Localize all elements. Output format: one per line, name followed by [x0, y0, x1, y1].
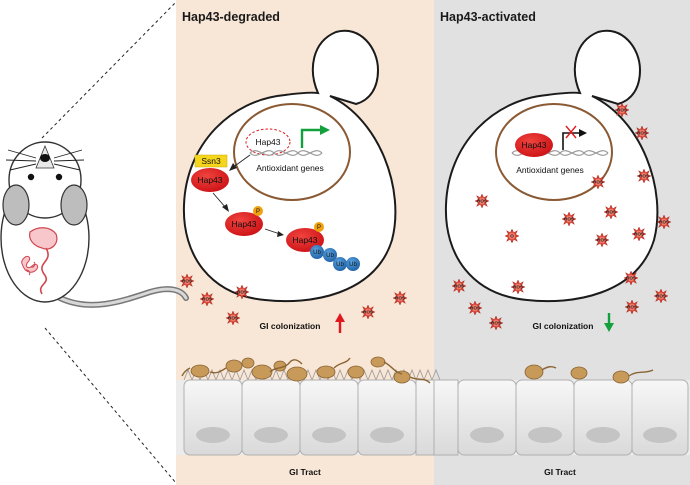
ros-label-l1: ROS: [182, 279, 192, 284]
transcription-arrowhead-active: [320, 125, 330, 135]
ubiq-arrowhead: [277, 231, 284, 237]
ros-label-r18: ROS: [627, 305, 637, 310]
hap43-label-right: Hap43: [521, 140, 546, 150]
ros-label-l3: ROS: [237, 290, 247, 295]
ros-label-r6: ROS: [564, 217, 574, 222]
gi-colonization-right: GI colonization: [533, 321, 594, 331]
epithelium-right: [433, 379, 690, 456]
ros-label-r13: ROS: [470, 306, 480, 311]
phosph-arrow-line: [212, 192, 227, 209]
ros-label-r9: ROS: [659, 220, 669, 225]
down-arrowhead: [604, 323, 614, 332]
export-arrowhead: [229, 163, 237, 171]
ros-label-r17: ROS: [656, 294, 666, 299]
transcription-arrow-blocked: [562, 132, 580, 150]
zoom-line-bottom: [44, 327, 177, 484]
ros-label-r1: ROS: [617, 108, 627, 113]
ub-label-4: Ub: [349, 262, 357, 268]
phospho-label-1: P: [256, 209, 260, 215]
right-yeast-cell: [444, 29, 659, 303]
ros-label-r10: O: [510, 234, 514, 239]
ub-label-2: Ub: [326, 253, 334, 259]
ros-label-r2: ROS: [637, 131, 647, 136]
ros-label-r14: ROS: [491, 321, 501, 326]
ros-label-r12: ROS: [454, 284, 464, 289]
hap43-protein-1: [191, 168, 229, 192]
gi-tract-right: GI Tract: [544, 467, 576, 477]
right-panel-title: Hap43-activated: [440, 10, 536, 24]
block-x-icon: [565, 125, 577, 139]
up-arrowhead: [335, 313, 345, 322]
hyphae-right: [541, 365, 654, 377]
transcription-arrow-active: [300, 128, 322, 148]
ros-label-l5: ROS: [363, 310, 373, 315]
ros-label-r15: ROS: [513, 285, 523, 290]
phospho-2: [314, 222, 324, 232]
antioxidant-genes-right: Antioxidant genes: [516, 165, 584, 175]
dna-helix-left: [249, 150, 323, 156]
hap43-protein-2: [225, 212, 263, 236]
gi-tract-left: GI Tract: [289, 467, 321, 477]
phospho-1: [253, 206, 263, 216]
phosph-arrowhead: [222, 204, 229, 212]
mouse-illustration: [0, 141, 189, 308]
ros-label-r8: ROS: [634, 232, 644, 237]
ros-label-r5: ROS: [477, 199, 487, 204]
hap43-label-2: Hap43: [231, 219, 256, 229]
ros-label-r7: ROS: [606, 210, 616, 215]
hap43-label-3: Hap43: [292, 235, 317, 245]
ubiq-arrow-line: [264, 228, 281, 235]
ssn3-label: Ssn3: [201, 156, 221, 166]
right-nucleus: [495, 103, 613, 201]
hap43-label-1: Hap43: [197, 175, 222, 185]
phospho-label-2: P: [317, 225, 321, 231]
ros-label-l6: ROS: [395, 296, 405, 301]
zoom-line-top: [41, 1, 177, 139]
ros-label-l2: ROS: [202, 297, 212, 302]
gi-colonization-left: GI colonization: [260, 321, 321, 331]
hyphae-left: [181, 357, 431, 384]
ub-label-3: Ub: [336, 262, 344, 268]
ros-label-r11: ROS: [597, 238, 607, 243]
left-panel-title: Hap43-degraded: [182, 10, 280, 24]
fungal-cells-left: [190, 356, 411, 384]
nucleus-hap43-label: Hap43: [255, 137, 280, 147]
ubiquitin-chain: [310, 245, 360, 271]
ros-label-r16: ROS: [626, 276, 636, 281]
ros-label-r3: ROS: [639, 174, 649, 179]
ssn3-box: [194, 154, 228, 168]
blocked-arrowhead: [579, 129, 587, 137]
ros-label-r4: ROS: [593, 180, 603, 185]
antioxidant-genes-left: Antioxidant genes: [256, 163, 324, 173]
ros-label-l4: ROS: [228, 316, 238, 321]
epithelium-left: [176, 368, 441, 456]
fungal-cells-right: [524, 364, 630, 384]
hap43-protein-right: [515, 133, 553, 157]
ub-label-1: Ub: [313, 250, 321, 256]
